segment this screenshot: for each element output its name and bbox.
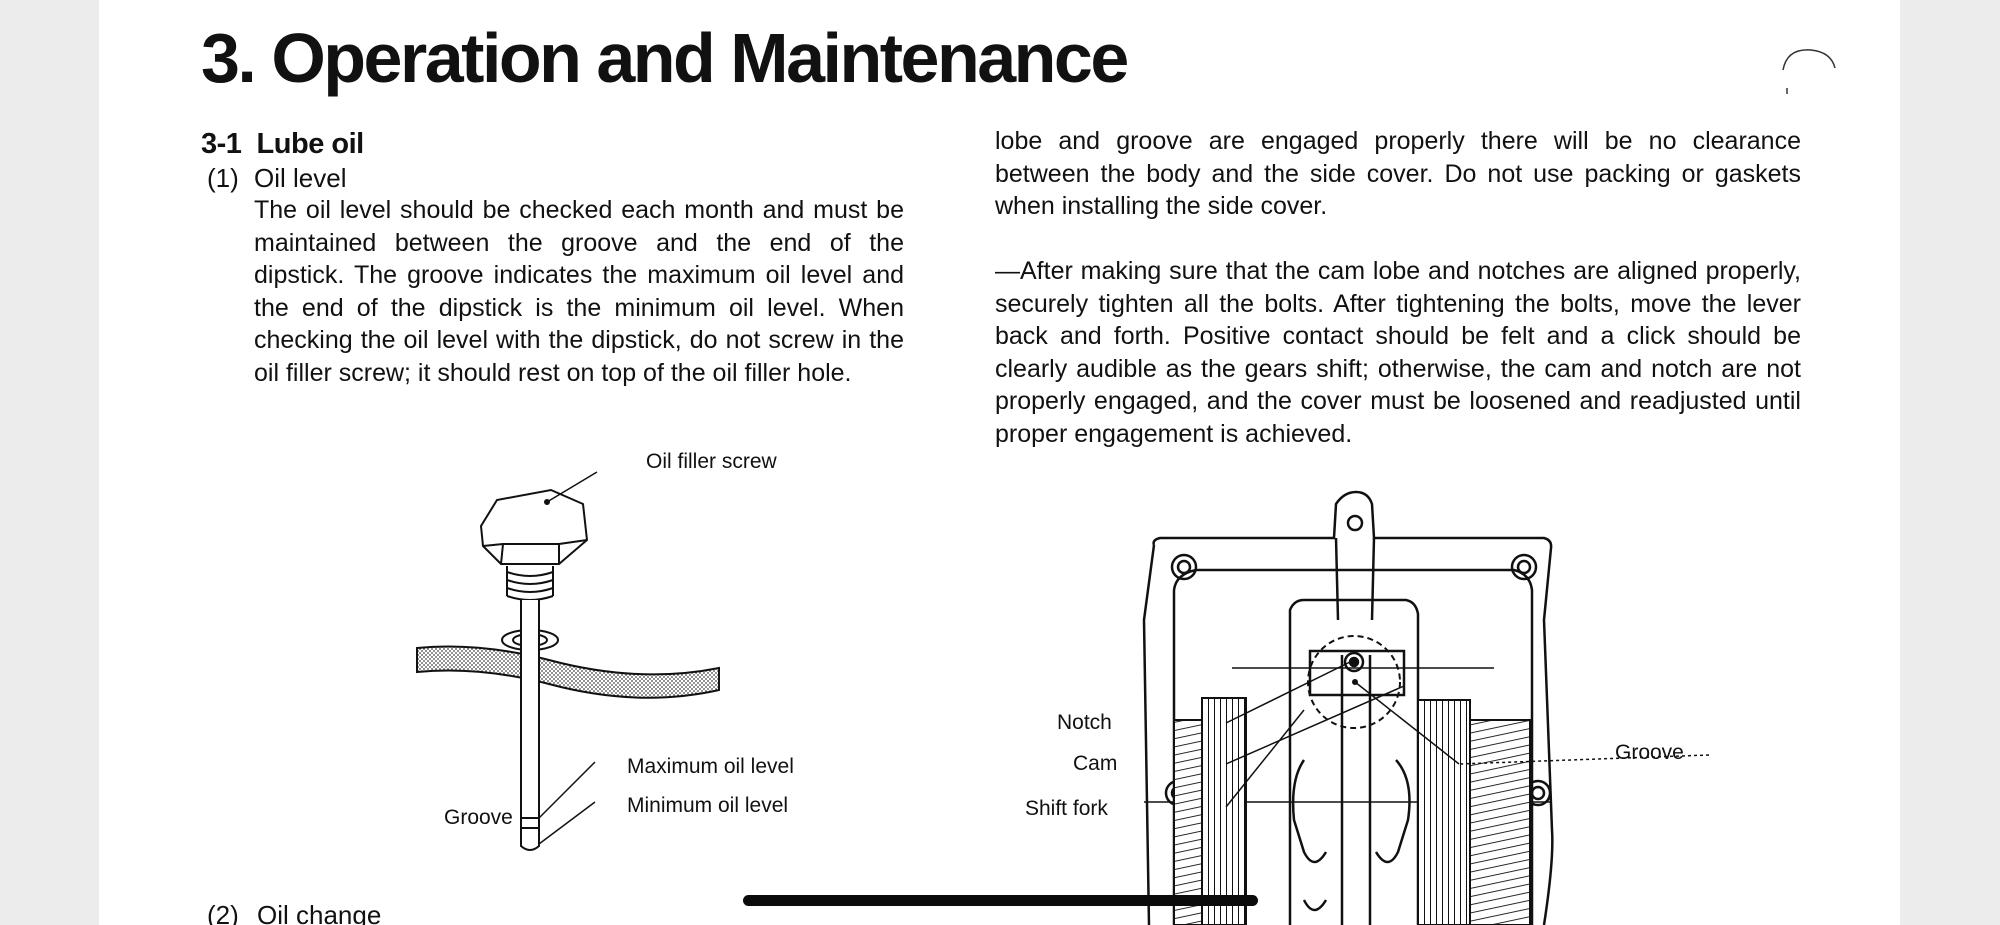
subsection-number: (1) xyxy=(207,163,239,193)
subsection-heading-oil-level: (1) Oil level xyxy=(207,163,346,194)
page-title: 3. Operation and Maintenance xyxy=(201,19,1129,97)
home-indicator-bar[interactable] xyxy=(743,895,1258,906)
label-notch: Notch xyxy=(1057,711,1112,734)
section-heading: 3-1 Lube oil xyxy=(201,128,364,161)
paragraph-oil-level: The oil level should be checked each mon… xyxy=(254,196,904,387)
document-page: 3. Operation and Maintenance 3-1 Lube oi… xyxy=(99,0,1900,925)
gearbox-diagram xyxy=(1142,490,1710,925)
label-groove-dipstick: Groove xyxy=(444,806,513,829)
label-maximum-oil-level: Maximum oil level xyxy=(627,755,794,778)
label-cam: Cam xyxy=(1073,752,1118,775)
subsection-heading-oil-change: (2) Oil change xyxy=(207,900,381,925)
label-oil-filler-screw: Oil filler screw xyxy=(646,450,777,473)
paragraph-lobe-groove: lobe and groove are engaged properly the… xyxy=(995,127,1801,221)
subsection-number: (2) xyxy=(207,900,239,925)
paragraph-after-alignment: —After making sure that the cam lobe and… xyxy=(995,257,1801,448)
section-number: 3-1 xyxy=(201,128,242,160)
subsection-title: Oil change xyxy=(257,900,382,925)
label-minimum-oil-level: Minimum oil level xyxy=(627,794,789,817)
subsection-title: Oil level xyxy=(254,163,347,193)
page-corner-mark xyxy=(1782,49,1836,94)
dipstick-diagram xyxy=(416,471,720,851)
section-title: Lube oil xyxy=(256,128,365,160)
label-shift-fork: Shift fork xyxy=(1025,797,1108,820)
label-groove-gearbox: Groove xyxy=(1615,741,1684,764)
